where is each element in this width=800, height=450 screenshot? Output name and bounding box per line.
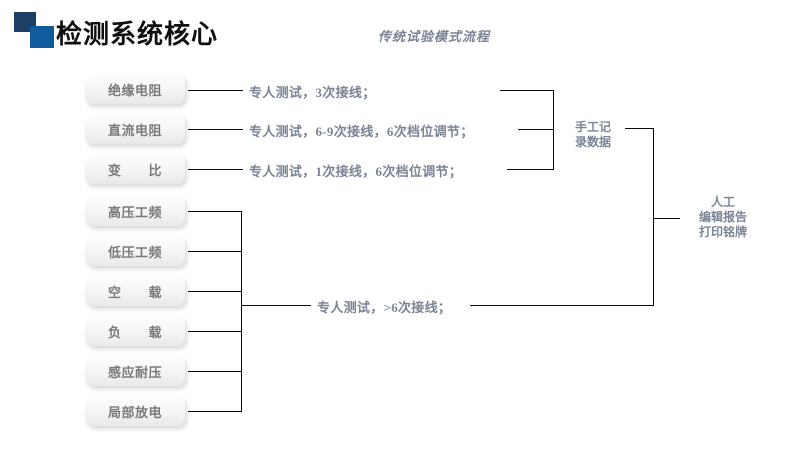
record-node-line1: 手工记 — [574, 120, 611, 134]
node-box-turns-ratio[interactable]: 变 比 — [85, 154, 185, 184]
connector-line-no-load — [188, 291, 242, 292]
annotation-turns-ratio: 专人测试，1次接线，6次档位调节； — [249, 164, 463, 179]
bracket-vertical-bottom-group — [241, 211, 242, 411]
record-node-label: 手工记 录数据 — [563, 120, 623, 150]
annotation-dc-resistance: 专人测试，6-9次接线，6次档位调节； — [249, 124, 474, 139]
output-node-line2: 编辑报告 — [698, 210, 747, 224]
connector-line-turns-ratio — [188, 169, 243, 170]
node-box-hv-power-frequency[interactable]: 高压工频 — [85, 196, 185, 226]
record-node-line2: 录数据 — [574, 135, 611, 149]
bracket-feed-dc-resistance — [518, 129, 554, 130]
connector-line-load — [188, 331, 242, 332]
annotation-insulation: 专人测试，3次接线； — [249, 85, 376, 100]
node-box-induced-withstand[interactable]: 感应耐压 — [85, 356, 185, 386]
output-node-label: 人工 编辑报告 打印铭牌 — [683, 195, 763, 240]
connector-line-lv-power-frequency — [188, 251, 242, 252]
trunk-feed-record-node — [625, 128, 654, 129]
bracket-feed-turns-ratio — [507, 169, 554, 170]
bracket-feed-insulation — [500, 90, 554, 91]
output-node-line3: 打印铭牌 — [698, 225, 747, 239]
bracket-out-bottom-group — [241, 305, 311, 306]
page-title: 检测系统核心 — [56, 20, 219, 49]
node-box-load[interactable]: 负 载 — [85, 316, 185, 346]
bracket-vertical-top-group — [553, 90, 554, 169]
node-box-insulation-resistance[interactable]: 绝缘电阻 — [85, 74, 185, 104]
decoration-square-light — [30, 26, 54, 48]
connector-line-insulation — [188, 90, 243, 91]
trunk-out-to-output-node — [653, 218, 680, 219]
connector-line-partial-discharge — [188, 411, 242, 412]
node-box-no-load[interactable]: 空 载 — [85, 276, 185, 306]
annotation-bottom-group: 专人测试，>6次接线； — [317, 300, 452, 315]
node-box-partial-discharge[interactable]: 局部放电 — [85, 396, 185, 426]
connector-line-induced-withstand — [188, 371, 242, 372]
connector-line-hv-power-frequency — [188, 211, 242, 212]
output-node-line1: 人工 — [710, 195, 735, 209]
node-box-lv-power-frequency[interactable]: 低压工频 — [85, 236, 185, 266]
trunk-feed-bottom-group — [470, 305, 653, 306]
connector-line-dc-resistance — [188, 129, 243, 130]
node-box-dc-resistance[interactable]: 直流电阻 — [85, 114, 185, 144]
page-subtitle: 传统试验模式流程 — [378, 29, 491, 44]
trunk-vertical-main — [653, 128, 654, 306]
